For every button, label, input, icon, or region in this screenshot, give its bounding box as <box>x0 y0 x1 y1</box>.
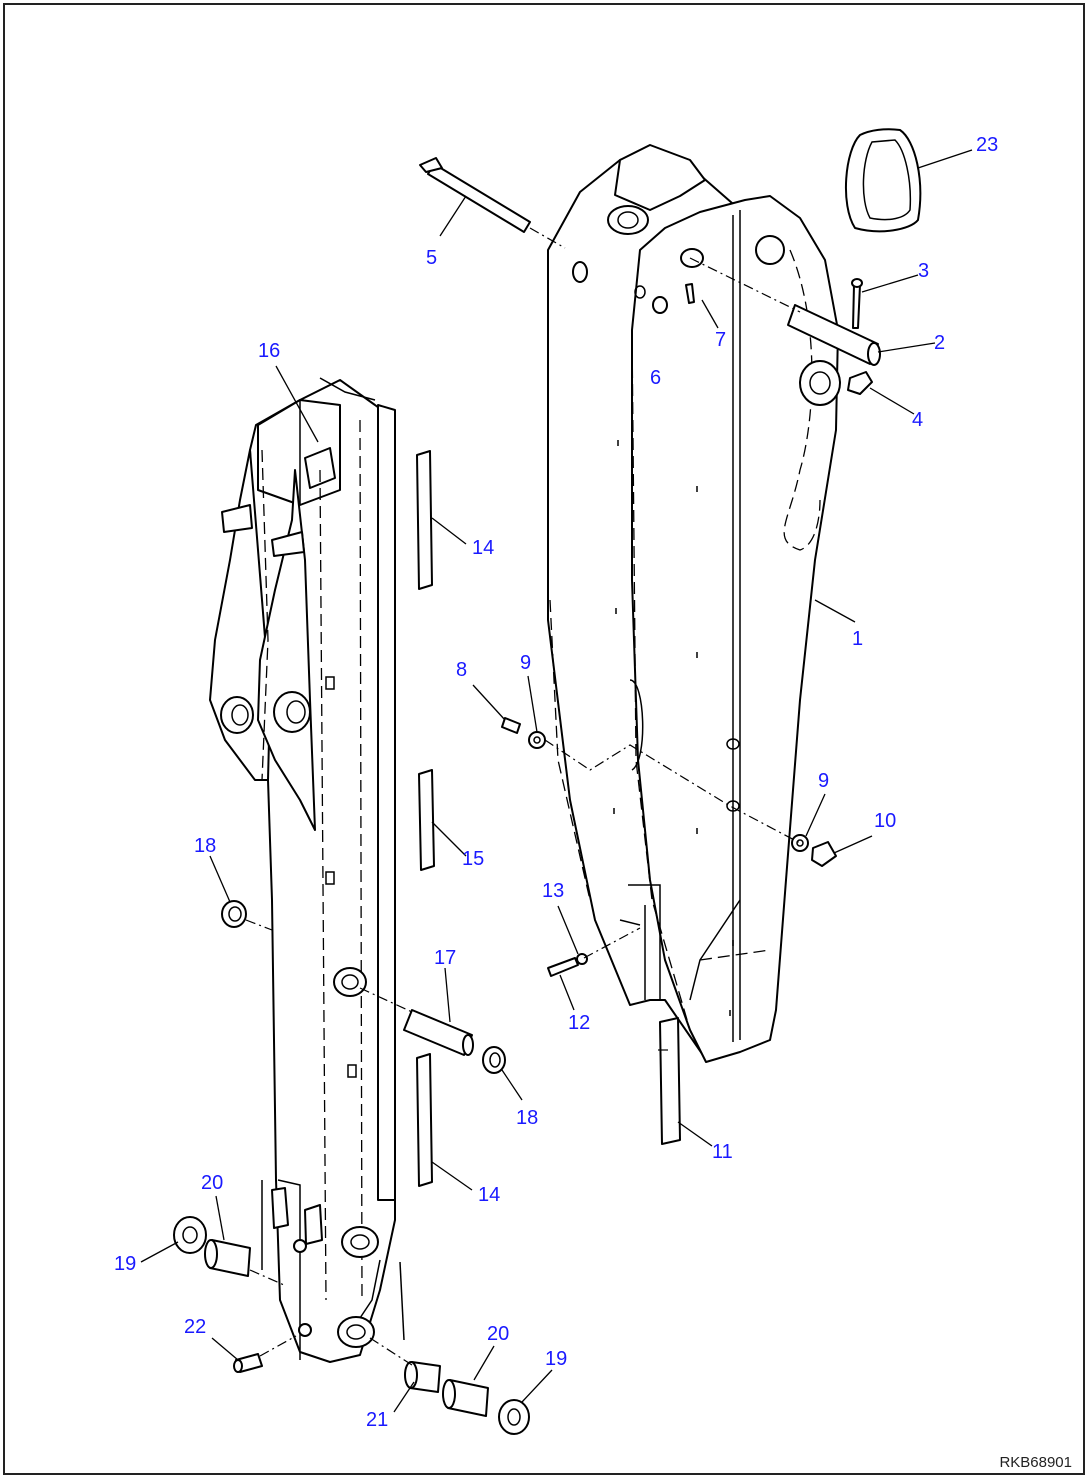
part-7-pin <box>685 283 695 304</box>
boom-top-boss <box>607 205 649 235</box>
callout-19-left: 19 <box>114 1253 136 1275</box>
boom-right-plate <box>631 195 839 1063</box>
part-15-shim <box>418 769 435 871</box>
part-19-washer <box>498 1399 530 1435</box>
callout-11: 11 <box>712 1141 733 1163</box>
callout-18-right: 18 <box>516 1107 538 1129</box>
callout-12: 12 <box>568 1012 590 1034</box>
callout-6: 6 <box>650 367 661 389</box>
boom-hole <box>755 235 785 265</box>
callout-20-left: 20 <box>201 1172 223 1194</box>
part-8-pin <box>501 717 521 734</box>
part-14-shim <box>416 1053 433 1187</box>
arm-top-bracket <box>304 447 336 489</box>
part-22-grease-fitting <box>233 1353 263 1373</box>
callout-10: 10 <box>874 810 896 832</box>
assembly-lines <box>245 227 801 1366</box>
arm-grease-hole <box>298 1323 312 1337</box>
arm-bucket-boss <box>337 1316 375 1348</box>
part-10-nut <box>811 841 837 867</box>
arm-middle-boss <box>333 967 367 997</box>
arm-right-flange <box>257 469 316 831</box>
arm-small-bracket <box>221 504 253 533</box>
callout-7: 7 <box>715 329 726 351</box>
arm-lower-bracket <box>271 1187 289 1229</box>
part-14-shim <box>416 450 433 590</box>
part-2-foot-pin <box>787 304 881 366</box>
arm-assembly <box>209 377 396 1363</box>
callout-22: 22 <box>184 1316 206 1338</box>
boom-top-end <box>614 144 706 211</box>
callout-2: 2 <box>934 332 945 354</box>
arm-boss <box>220 696 254 734</box>
part-11-plate <box>659 1017 681 1145</box>
part-20-bushing <box>442 1379 489 1417</box>
callout-13: 13 <box>542 880 564 902</box>
drawing-frame <box>3 3 1085 1475</box>
callout-21: 21 <box>366 1409 388 1431</box>
part-17-pin <box>403 1009 474 1056</box>
callout-14-upper: 14 <box>472 537 494 559</box>
part-21-bushing <box>404 1361 441 1393</box>
boom-foot-boss <box>799 360 841 406</box>
boom-hole <box>652 296 668 314</box>
leader-lines <box>140 149 973 1413</box>
part-9-washer <box>528 731 546 749</box>
boom-hole <box>680 248 704 268</box>
arm-front-plate <box>377 404 396 1201</box>
callout-18-left: 18 <box>194 835 216 857</box>
callout-19-right: 19 <box>545 1348 567 1370</box>
part-9-washer <box>791 834 809 852</box>
callout-9-lower: 9 <box>818 770 829 792</box>
part-20-bushing <box>204 1239 251 1277</box>
callout-20-right: 20 <box>487 1323 509 1345</box>
part-12-bolt <box>547 957 579 977</box>
callout-4: 4 <box>912 409 923 431</box>
arm-grease-hole <box>293 1239 307 1253</box>
part-13-washer <box>576 953 588 965</box>
callout-9-upper: 9 <box>520 652 531 674</box>
boom-assembly <box>547 144 841 1063</box>
callout-3: 3 <box>918 260 929 282</box>
part-4-nut <box>847 371 873 395</box>
arm-bucket-boss <box>341 1226 379 1258</box>
callout-15: 15 <box>462 848 484 870</box>
part-18-ring <box>221 900 247 928</box>
arm-small-bracket <box>271 531 305 557</box>
boom-hole <box>572 261 588 283</box>
callout-14-lower: 14 <box>478 1184 500 1206</box>
drawing-code: RKB68901 <box>999 1454 1072 1471</box>
part-3-bolt <box>851 278 863 329</box>
arm-lower-bracket <box>304 1204 323 1245</box>
callout-23: 23 <box>976 134 998 156</box>
part-19-washer <box>173 1216 207 1254</box>
part-23-ring <box>845 128 922 233</box>
callout-16: 16 <box>258 340 280 362</box>
part-5-long-pin <box>419 157 531 233</box>
callout-5: 5 <box>426 247 437 269</box>
callout-1: 1 <box>852 628 863 650</box>
callout-8: 8 <box>456 659 467 681</box>
callout-17: 17 <box>434 947 456 969</box>
part-18-ring <box>482 1046 506 1074</box>
callout-labels: 1 2 3 4 5 6 7 8 9 9 10 11 12 13 14 14 15… <box>114 134 998 1431</box>
